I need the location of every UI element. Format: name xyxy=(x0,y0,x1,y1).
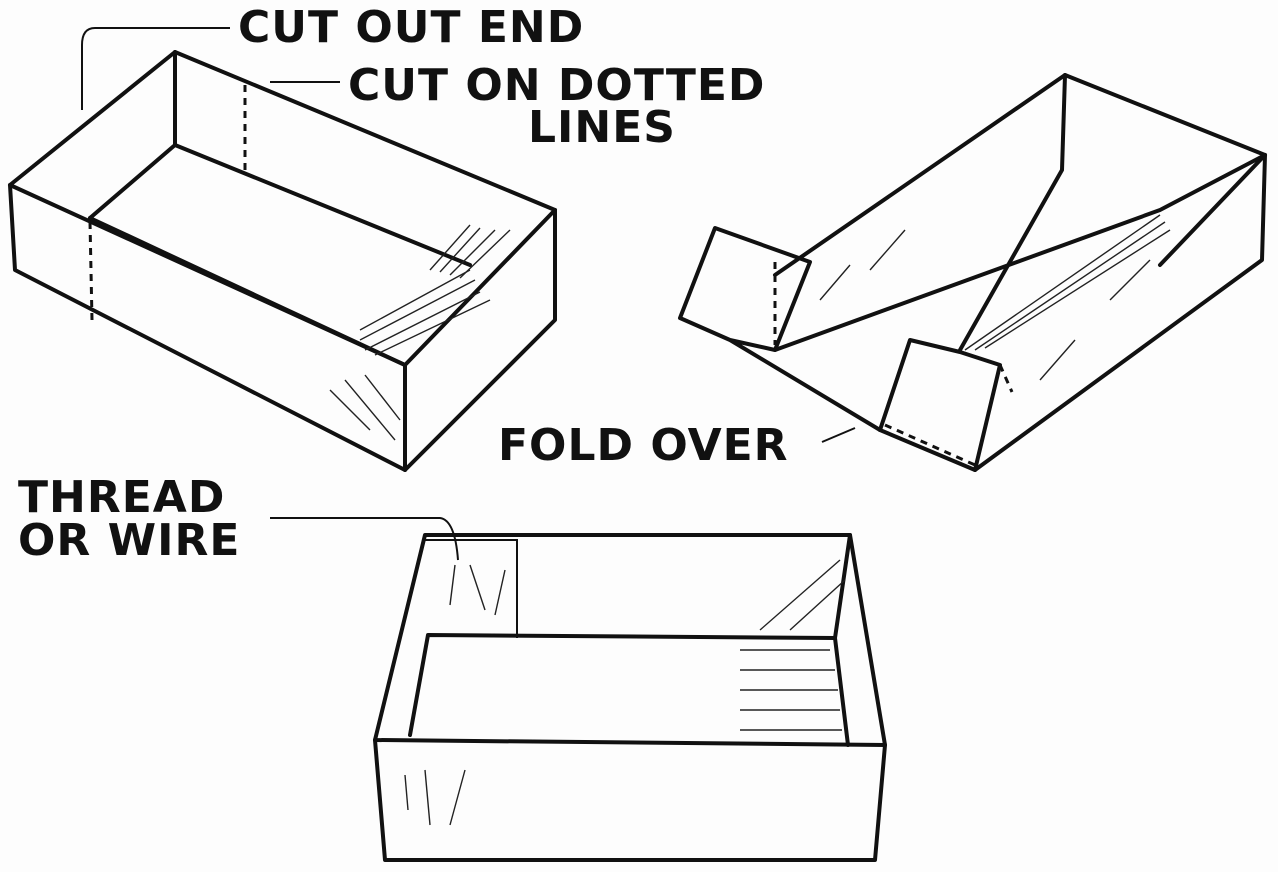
leader-cut-out-end xyxy=(81,27,230,110)
label-lines: LINES xyxy=(528,102,676,153)
box-finished xyxy=(373,533,887,862)
label-fold-over: FOLD OVER xyxy=(498,420,789,471)
leader-fold-over xyxy=(821,427,856,443)
label-cut-on-dotted: CUT ON DOTTED xyxy=(348,60,765,111)
label-thread: THREAD xyxy=(18,472,225,523)
label-or-wire: OR WIRE xyxy=(18,515,240,566)
label-cut-out-end: CUT OUT END xyxy=(238,2,584,53)
box-folded xyxy=(678,73,1267,472)
box-uncut xyxy=(8,50,557,472)
leader-thread xyxy=(270,517,459,561)
